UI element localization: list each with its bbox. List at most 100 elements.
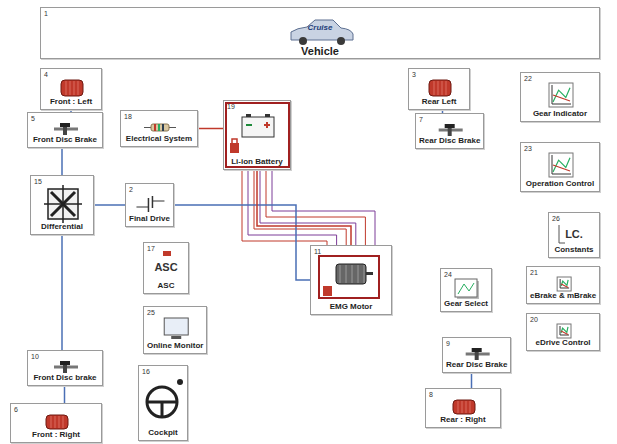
chart-block: 23Operation Control xyxy=(520,142,600,192)
resistor-band xyxy=(154,124,156,131)
icon-area xyxy=(124,121,194,134)
wheel-block: 8Rear : Right xyxy=(425,388,501,428)
motor-fin xyxy=(358,265,359,283)
resistor-band xyxy=(162,124,164,131)
bracket xyxy=(559,225,565,243)
block-label: Differential xyxy=(34,222,90,232)
motor-fin xyxy=(340,265,341,283)
brake-icon xyxy=(28,361,104,373)
callout-number: 11 xyxy=(314,247,388,256)
brake-icon xyxy=(416,124,485,136)
icon-area xyxy=(429,399,497,415)
battery-pole xyxy=(246,114,251,117)
steering-spokes xyxy=(147,402,177,417)
icon-area xyxy=(419,124,480,136)
diff-arrows xyxy=(44,185,82,223)
callout-number: 25 xyxy=(147,308,203,317)
brake-caliper xyxy=(60,123,70,127)
gear-shafts xyxy=(136,201,164,207)
icon-area xyxy=(227,111,287,157)
block-label: Front : Left xyxy=(44,97,98,107)
battery-block: 19Li-ion Battery xyxy=(223,100,291,170)
tyre-groove xyxy=(63,416,64,428)
lock-symbol xyxy=(230,143,239,153)
car-body xyxy=(291,20,353,40)
tyre xyxy=(453,400,475,414)
chart-icon xyxy=(527,277,601,291)
tyre-groove xyxy=(438,81,439,95)
connector xyxy=(471,373,473,388)
battery-frame xyxy=(226,103,289,167)
icon-area xyxy=(147,317,203,341)
connector xyxy=(174,205,310,280)
frame-block: 26LC.Constants xyxy=(548,212,600,258)
tyre-groove xyxy=(446,81,447,95)
battery-pole xyxy=(265,114,270,117)
icon-area xyxy=(31,361,99,373)
brake-block: 5Front Disc Brake xyxy=(27,112,103,148)
icon-area xyxy=(530,324,596,338)
tyre-groove xyxy=(470,401,471,413)
callout-number: 24 xyxy=(444,270,488,279)
car-wheel xyxy=(299,37,307,45)
battery-icon xyxy=(224,111,292,157)
battery-body xyxy=(242,117,274,137)
wheel-icon xyxy=(41,79,103,97)
motor-fin xyxy=(346,265,347,283)
block-label: Gear Select xyxy=(444,299,488,309)
lock-shackle xyxy=(232,139,237,143)
connector xyxy=(94,204,125,206)
resistor-body xyxy=(151,124,169,131)
tyre-groove xyxy=(442,81,443,95)
chart-axes xyxy=(560,326,569,335)
final-icon xyxy=(126,194,175,214)
block-label: Rear Disc Brake xyxy=(419,136,480,146)
callout-number: 26 xyxy=(552,214,596,223)
connector xyxy=(61,235,63,350)
block-label: Cockpit xyxy=(142,428,184,438)
callout-number: 15 xyxy=(34,177,90,186)
brake-caliper xyxy=(472,348,482,352)
gear-select-curve xyxy=(458,283,474,294)
block-label: Front Disc brake xyxy=(31,373,99,383)
chart-curve-red xyxy=(553,95,570,101)
monitor-screen xyxy=(164,318,188,335)
block-label: Online Monitor xyxy=(147,341,203,351)
brake-block: 7Rear Disc Brake xyxy=(415,113,484,149)
connector xyxy=(61,148,63,175)
wheel-block: 3Rear Left xyxy=(408,68,470,110)
tyre-groove xyxy=(55,416,56,428)
lock-symbol xyxy=(323,286,332,296)
chart-frame xyxy=(557,277,571,291)
brake-caliper xyxy=(445,124,455,128)
wheel-icon xyxy=(409,79,471,97)
callout-number: 10 xyxy=(31,352,99,361)
icon-area xyxy=(142,376,184,428)
motor-shaft xyxy=(366,272,373,275)
block-label: Final Drive xyxy=(129,214,170,224)
monitor-icon xyxy=(144,317,208,341)
block-label: ASC xyxy=(147,281,185,291)
icon-area xyxy=(530,277,596,291)
callout-number: 22 xyxy=(524,74,596,83)
chart-icon xyxy=(527,324,601,338)
chart-block: 20eDrive Control xyxy=(526,313,600,351)
icon-area xyxy=(524,83,596,109)
connector xyxy=(64,386,66,403)
plus-sign xyxy=(264,122,270,128)
icon-area: ASC xyxy=(147,253,185,281)
icon-area xyxy=(314,256,388,302)
block-label: Vehicle xyxy=(44,46,596,56)
tyre-groove xyxy=(51,416,52,428)
chart-axes xyxy=(552,155,571,174)
block-label: eBrake & mBrake xyxy=(530,291,596,301)
callout-number: 6 xyxy=(14,405,98,414)
supply-wire xyxy=(242,170,327,245)
motor-block: 11EMG Motor xyxy=(310,245,392,315)
chart-icon xyxy=(521,153,601,179)
chart-curve-green xyxy=(553,88,570,102)
pedal xyxy=(177,379,183,385)
tyre-groove xyxy=(66,81,67,95)
tyre xyxy=(429,80,451,96)
